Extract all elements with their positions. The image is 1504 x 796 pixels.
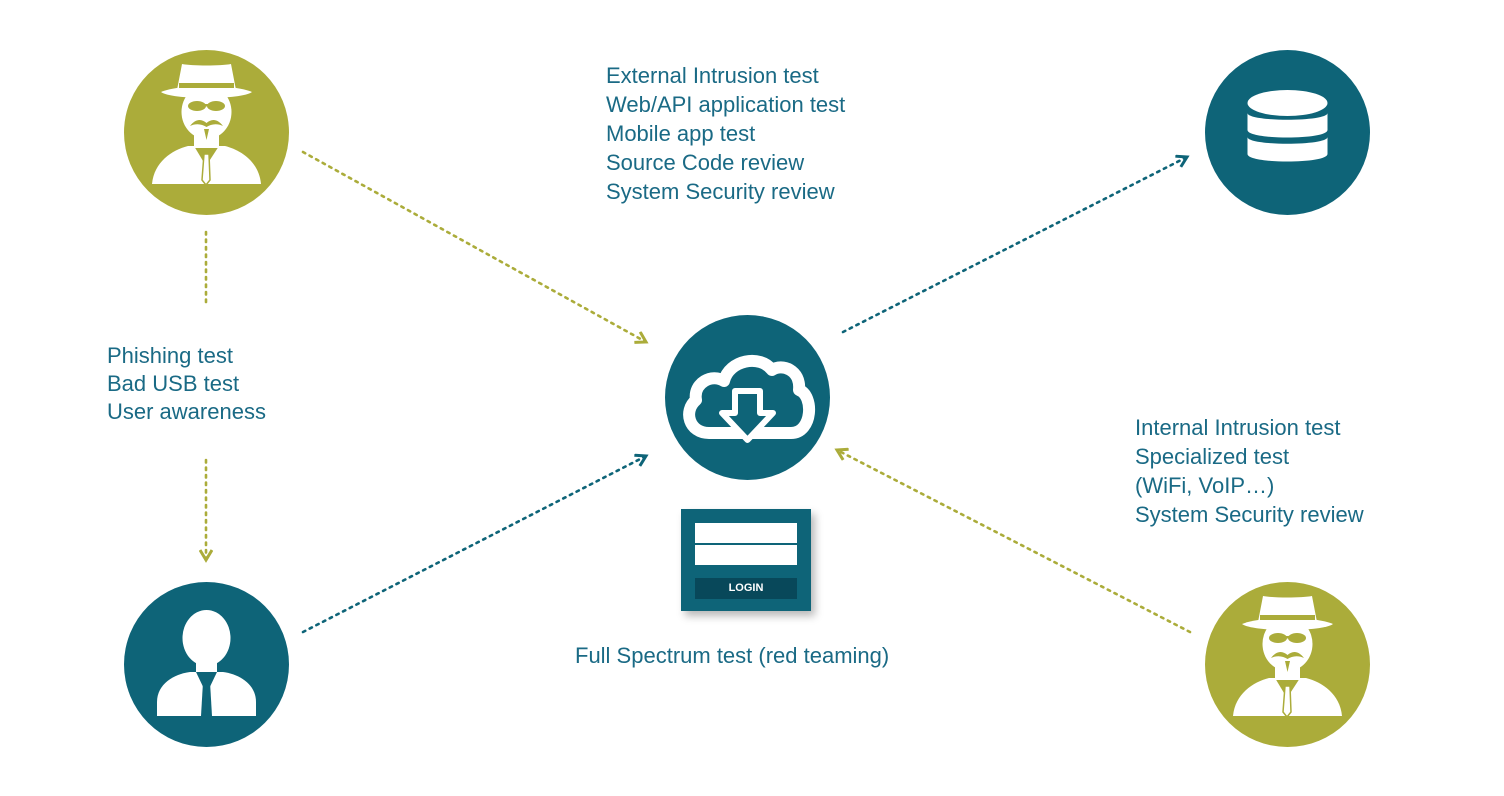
- external-test-item: Source Code review: [606, 150, 805, 175]
- hacker-spy-icon: [152, 64, 261, 187]
- external-hacker-node: [124, 50, 289, 215]
- password-field: [695, 545, 797, 565]
- login-button: LOGIN: [695, 578, 797, 599]
- external-test-item: Web/API application test: [606, 92, 846, 117]
- external-tests-list: External Intrusion test Web/API applicat…: [606, 61, 845, 206]
- social-test-item: Phishing test: [107, 343, 233, 368]
- database-node: [1205, 50, 1370, 215]
- connector-internal-hacker-to-cloud: [837, 450, 1192, 634]
- social-tests-list: Phishing test Bad USB test User awarenes…: [107, 342, 266, 426]
- external-test-item: Mobile app test: [606, 121, 756, 146]
- internal-test-item: (WiFi, VoIP…): [1135, 473, 1275, 498]
- user-node: [124, 582, 289, 747]
- login-widget: LOGIN: [681, 509, 811, 611]
- cloud-download-icon: [683, 355, 816, 443]
- internal-tests-list: Internal Intrusion test Specialized test…: [1135, 413, 1364, 529]
- social-test-item: Bad USB test: [107, 371, 240, 396]
- external-test-item: External Intrusion test: [606, 63, 819, 88]
- connector-user-to-cloud: [301, 456, 646, 634]
- connector-cloud-to-database: [841, 157, 1187, 334]
- internal-test-item: System Security review: [1135, 502, 1364, 527]
- internal-hacker-node: [1205, 582, 1370, 747]
- external-test-item: System Security review: [606, 179, 835, 204]
- username-field: [695, 523, 797, 543]
- hacker-spy-icon: [1233, 596, 1342, 719]
- cloud-node: [665, 315, 830, 480]
- internal-test-item: Specialized test: [1135, 444, 1290, 469]
- social-test-item: User awareness: [107, 399, 266, 424]
- internal-test-item: Internal Intrusion test: [1135, 415, 1341, 440]
- full-spectrum-caption: Full Spectrum test (red teaming): [575, 643, 890, 668]
- database-icon: [1247, 90, 1328, 162]
- connector-external-hacker-to-cloud: [301, 150, 646, 342]
- user-icon: [157, 610, 256, 716]
